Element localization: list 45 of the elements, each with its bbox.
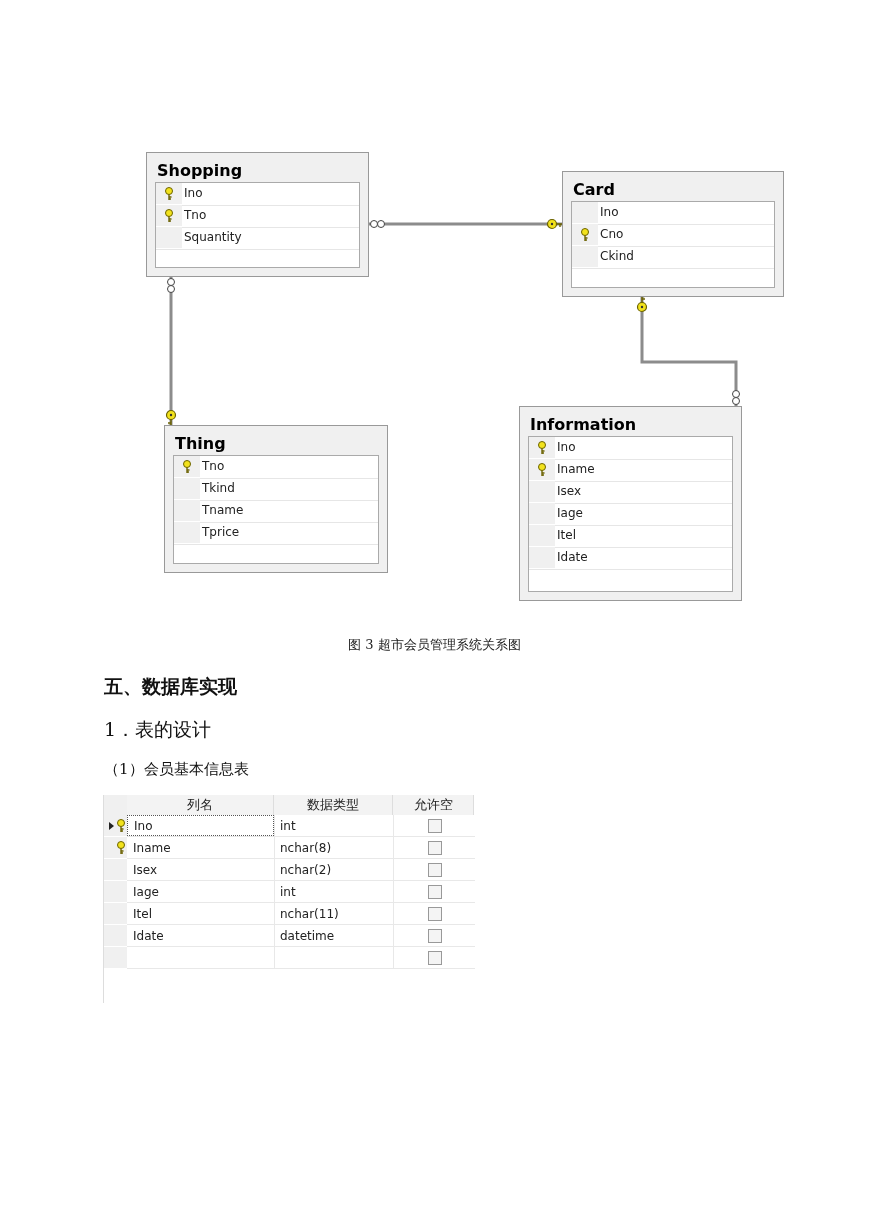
field-name: Iname: [557, 462, 595, 476]
data-type: int: [280, 819, 296, 833]
column-name: Idate: [133, 929, 164, 943]
table-box: [562, 171, 784, 297]
data-type: nchar(2): [280, 863, 332, 877]
column-name: Isex: [133, 863, 158, 877]
table-title: Card: [573, 180, 615, 199]
column-header: 数据类型: [274, 795, 393, 815]
relationship-line: [369, 218, 564, 230]
data-type: nchar(8): [280, 841, 332, 855]
field-name: Cno: [600, 227, 624, 241]
column-name: Iage: [133, 885, 159, 899]
table-box: [164, 425, 388, 573]
field-name: Idate: [557, 550, 588, 564]
relationship-line: [165, 277, 177, 427]
field-name: Squantity: [184, 230, 242, 244]
field-name: Ino: [557, 440, 576, 454]
section-heading: 五、数据库实现: [104, 674, 237, 699]
field-name: Isex: [557, 484, 582, 498]
field-name: Tprice: [202, 525, 240, 539]
field-name: Tname: [202, 503, 244, 517]
field-name: Itel: [557, 528, 576, 542]
figure-caption: 图 3 超市会员管理系统关系图: [347, 636, 522, 654]
data-type: int: [280, 885, 296, 899]
field-name: Tno: [184, 208, 207, 222]
column-name: Itel: [133, 907, 152, 921]
table-box: [519, 406, 742, 601]
table-box: [146, 152, 369, 277]
table-title: Thing: [175, 434, 226, 453]
field-name: Ino: [184, 186, 203, 200]
table-heading: （1）会员基本信息表: [104, 760, 249, 779]
column-name: Iname: [133, 841, 171, 855]
table-title: Shopping: [157, 161, 243, 180]
field-name: Tno: [202, 459, 225, 473]
field-name: Iage: [557, 506, 583, 520]
field-name: Tkind: [202, 481, 235, 495]
relationship-line: [636, 295, 740, 406]
table-title: Information: [530, 415, 637, 434]
field-name: Ino: [600, 205, 619, 219]
subsection-heading: 1．表的设计: [104, 717, 212, 742]
field-name: Ckind: [600, 249, 634, 263]
column-header: 允许空: [393, 795, 474, 815]
data-type: datetime: [280, 929, 335, 943]
data-type: nchar(11): [280, 907, 339, 921]
column-header: 列名: [127, 795, 274, 815]
